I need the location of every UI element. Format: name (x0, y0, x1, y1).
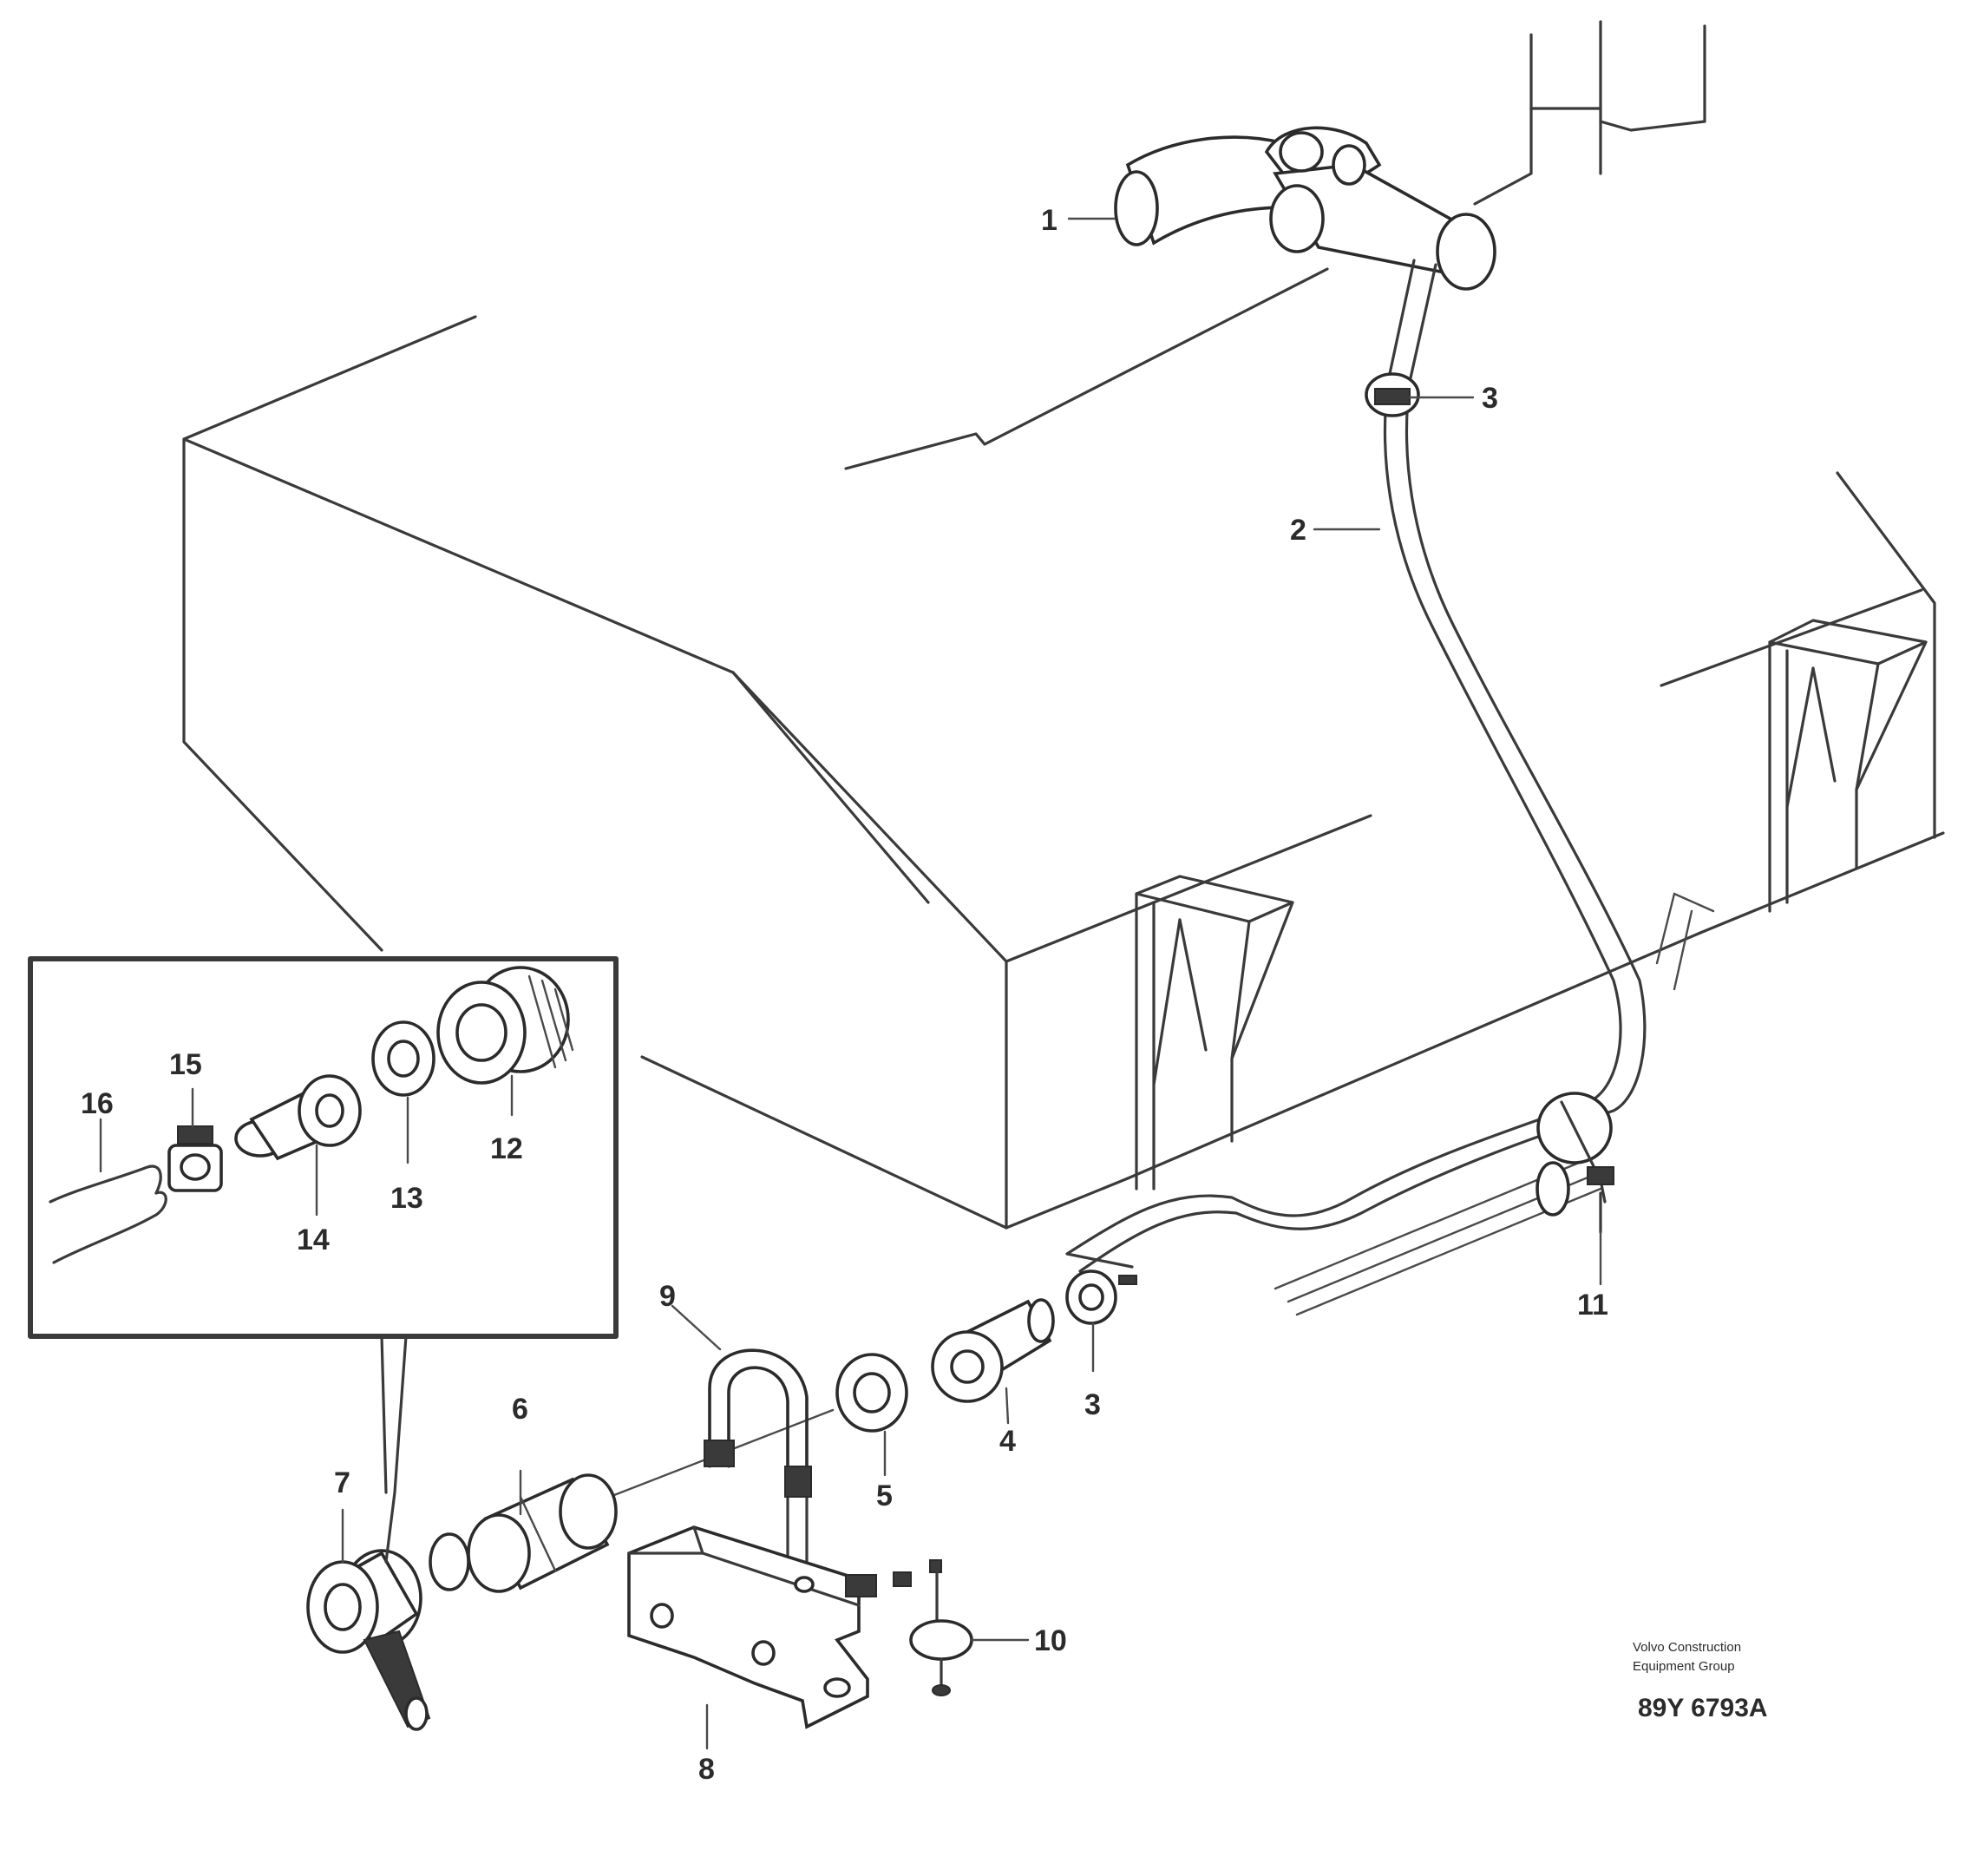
adapter-fitting (931, 1298, 1055, 1403)
nut-lower (1065, 1269, 1137, 1325)
callout-leaders (99, 217, 1602, 1750)
mounting-plate (627, 1525, 877, 1729)
callout-8: 8 (698, 1753, 715, 1786)
coupling-body (429, 1473, 618, 1593)
inset-washer (371, 1020, 435, 1097)
callout-14: 14 (297, 1223, 330, 1256)
hose-fitting-upper (1365, 372, 1420, 417)
drawing-code: 89Y 6793A (1638, 1694, 1768, 1722)
callout-2: 2 (1290, 514, 1306, 547)
flange-bolt (893, 1559, 973, 1696)
u-bolt (704, 1348, 812, 1564)
quick-coupling (306, 1549, 431, 1731)
mounting-bracket-center (1135, 875, 1294, 1191)
callout-16: 16 (81, 1087, 114, 1120)
callout-12: 12 (490, 1132, 523, 1165)
inset-cap (436, 966, 574, 1085)
mounting-bracket-right (1768, 619, 1928, 913)
hydraulic-hose (1065, 259, 1715, 1316)
callout-11: 11 (1577, 1289, 1608, 1322)
callout-9: 9 (659, 1280, 676, 1313)
callout-7: 7 (334, 1466, 350, 1499)
inset-fitting (234, 1074, 362, 1161)
callout-13: 13 (390, 1182, 423, 1215)
callout-1: 1 (1041, 204, 1057, 237)
callout-labels: 1 3 2 11 3 4 5 9 6 7 8 10 15 16 14 13 12 (81, 204, 1608, 1786)
machine-frame-outline (182, 267, 1945, 1230)
callout-6: 6 (512, 1393, 528, 1426)
detail-inset (28, 956, 619, 1564)
publisher-stamp: Volvo Construction Equipment Group 89Y 6… (1633, 1640, 1768, 1722)
inset-nut (167, 1125, 223, 1192)
hose-clamp (1535, 1092, 1614, 1234)
callout-3-lower: 3 (1084, 1388, 1101, 1421)
callout-5: 5 (876, 1479, 893, 1512)
stamp-line-1: Volvo Construction (1633, 1640, 1741, 1655)
stamp-line-2: Equipment Group (1633, 1659, 1735, 1674)
callout-4: 4 (999, 1425, 1016, 1458)
callout-10: 10 (1034, 1624, 1067, 1657)
pipe-manifold-top (1114, 20, 1706, 291)
callout-15: 15 (169, 1048, 202, 1081)
callout-3-upper: 3 (1482, 382, 1498, 415)
washer-nut (835, 1353, 908, 1433)
